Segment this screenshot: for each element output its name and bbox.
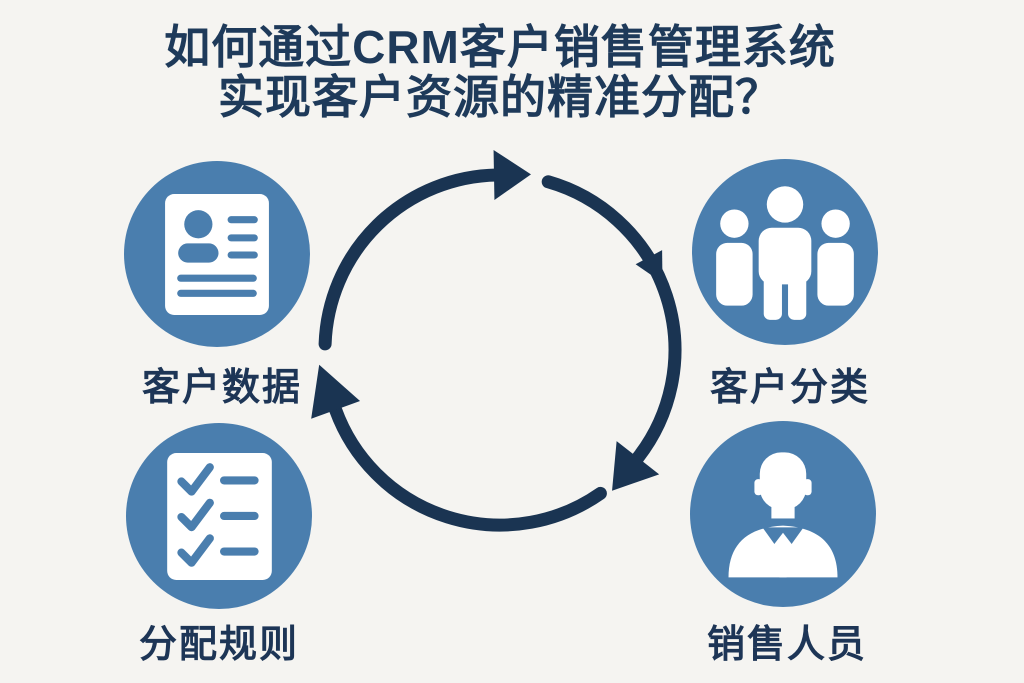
node-label-sales-staff: 销售人员 [706,624,867,666]
node-sales-staff [690,421,876,607]
title-line-1: 如何通过CRM客户销售管理系统 [164,21,836,73]
checklist-icon [166,452,272,580]
cycle-arc-left [318,168,504,351]
arrowhead-bottom-right-icon [612,441,660,491]
businessman-icon [728,452,838,578]
node-label-customer-data: 客户数据 [141,367,302,409]
people-group-icon [716,186,854,320]
node-customer-classification [692,159,878,345]
cycle-arc-bottom [329,403,607,532]
node-label-customer-classification: 客户分类 [709,367,870,409]
node-allocation-rules [126,423,312,609]
page-title: 如何通过CRM客户销售管理系统 实现客户资源的精准分配？ [0,22,1000,122]
node-customer-data [124,161,310,347]
cycle-arc-right [541,175,682,465]
node-label-allocation-rules: 分配规则 [138,624,299,666]
contact-card-icon [165,193,269,315]
arrowhead-right-icon [635,250,663,283]
arrowhead-top-icon [493,150,531,200]
arrowhead-left-icon [311,364,361,419]
title-line-2: 实现客户资源的精准分配？ [218,71,782,123]
